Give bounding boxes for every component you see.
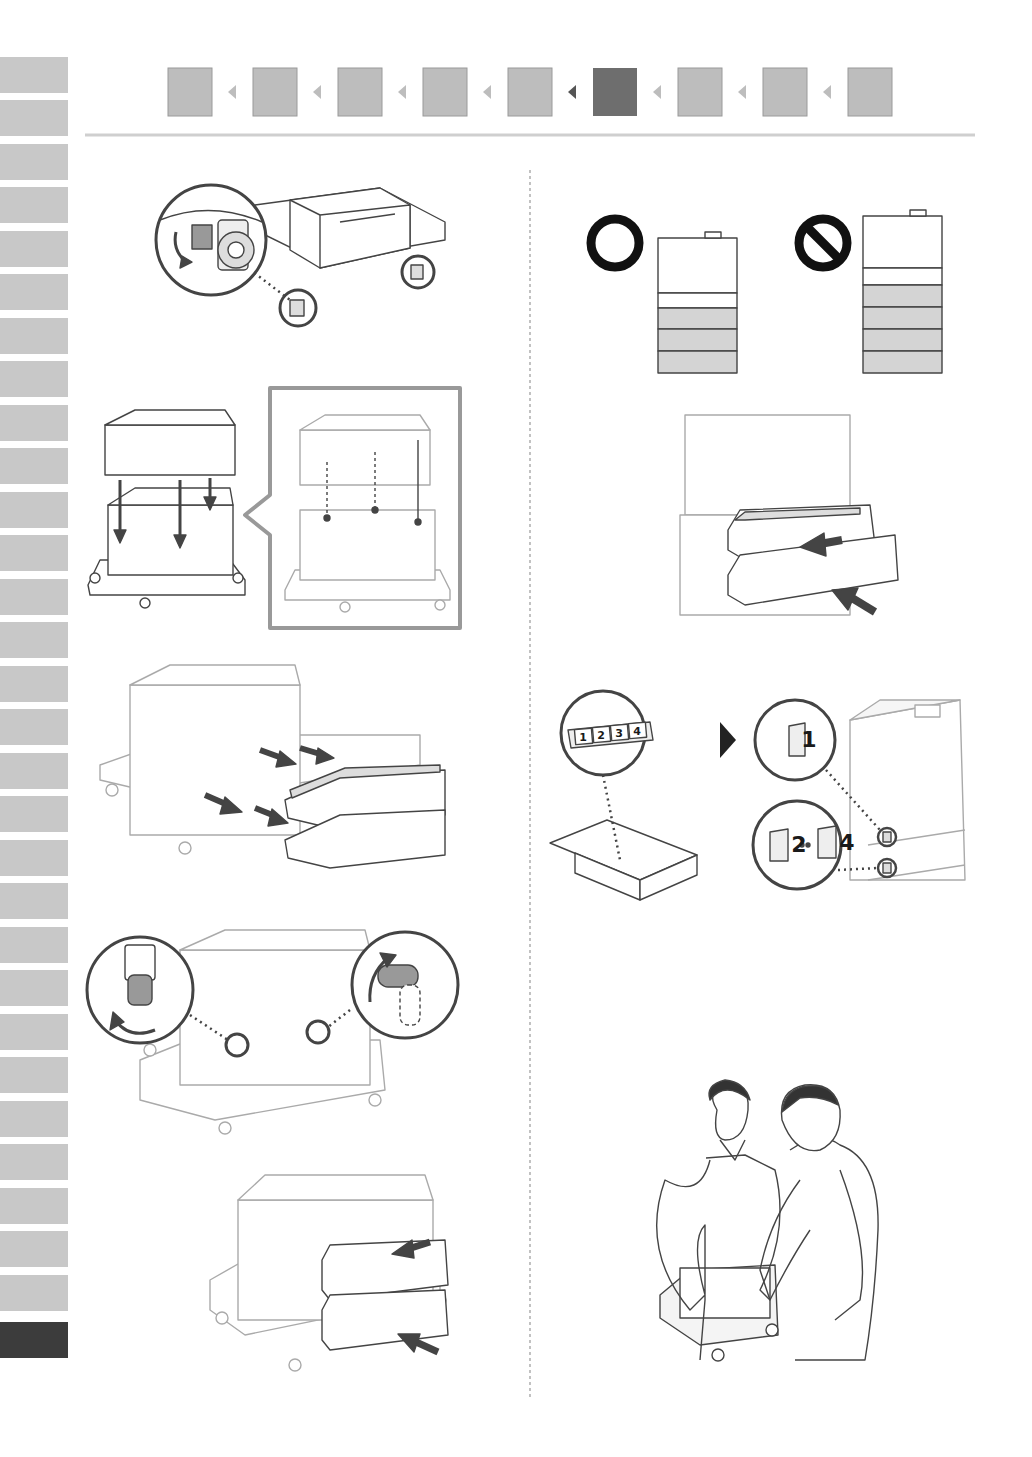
callout-number: 1 — [579, 732, 587, 743]
callout-number: 4 — [839, 832, 854, 854]
column-divider — [529, 170, 530, 1398]
callout-number: 2 — [791, 834, 806, 856]
illustrations — [87, 185, 965, 1371]
callout-number: 4 — [633, 726, 641, 737]
sidebar-tabs — [0, 57, 68, 1358]
callout-number: 2 — [597, 730, 605, 741]
callout-number: 3 — [615, 728, 623, 739]
step-navigation — [85, 68, 975, 135]
callout-number: 1 — [801, 729, 816, 751]
